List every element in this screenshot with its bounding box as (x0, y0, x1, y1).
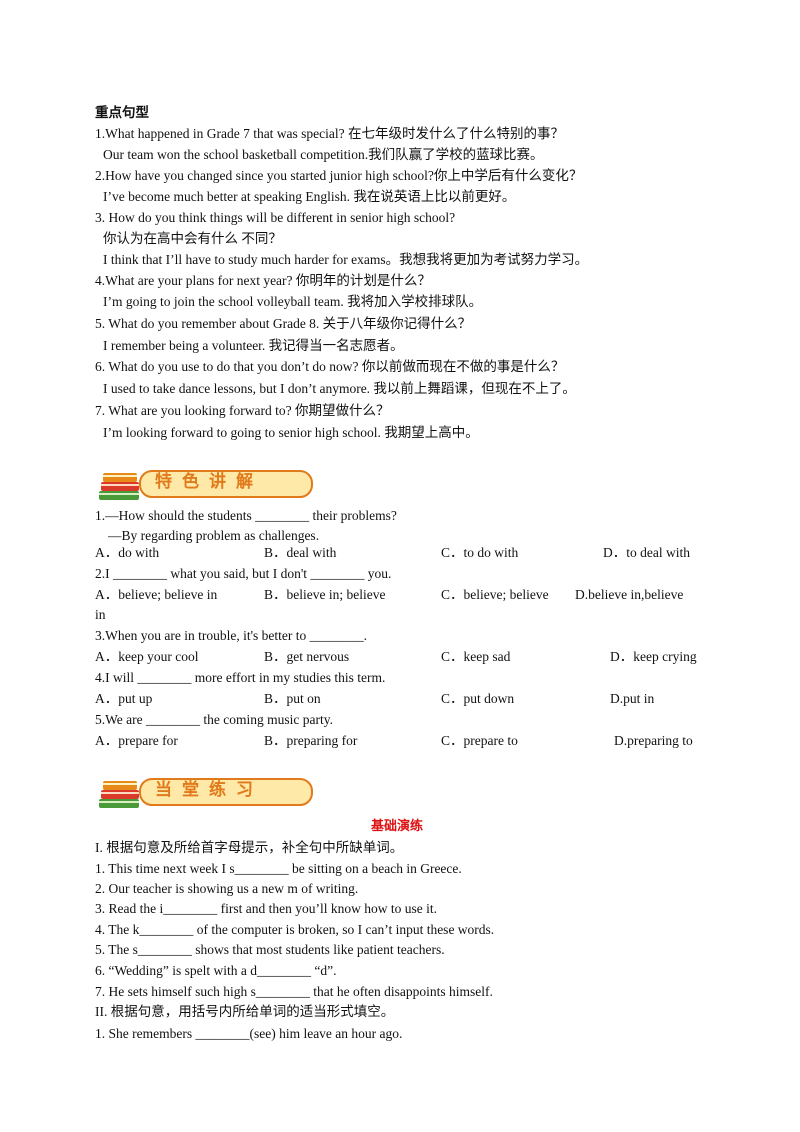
option: B．deal with (264, 545, 337, 560)
option: C．prepare to (441, 733, 518, 748)
section-instruction: I. 根据句意及所给首字母提示，补全句中所缺单词。 (95, 840, 404, 855)
option: A．put up (95, 691, 153, 706)
option: D.put in (610, 691, 655, 706)
exercise-item: 7. He sets himself such high s________ t… (95, 984, 493, 999)
key-sentence-line: I’m going to join the school volleyball … (103, 294, 483, 309)
option: D.preparing to (614, 733, 693, 748)
key-sentence-line: I used to take dance lessons, but I don’… (103, 381, 576, 396)
exercise-item: 1. She remembers ________(see) him leave… (95, 1026, 403, 1041)
option: A．believe; believe in (95, 587, 218, 602)
key-sentence-line: I’m looking forward to going to senior h… (103, 425, 479, 440)
key-sentence-line: 1.What happened in Grade 7 that was spec… (95, 126, 565, 141)
option: C．to do with (441, 545, 519, 560)
key-sentence-line: I’ve become much better at speaking Engl… (103, 189, 516, 204)
option: B．preparing for (264, 733, 358, 748)
exercise-item: 1. This time next week I s________ be si… (95, 861, 462, 876)
option-wrap: in (95, 607, 106, 622)
section-banner-practice: 当堂练习 (95, 775, 315, 811)
key-sentences-heading: 重点句型 (95, 105, 149, 120)
question-stem: —By regarding problem as challenges. (108, 528, 320, 543)
option: B．put on (264, 691, 321, 706)
exercise-item: 5. The s________ shows that most student… (95, 942, 445, 957)
exercise-item: 4. The k________ of the computer is brok… (95, 922, 495, 937)
option: C．put down (441, 691, 515, 706)
banner-title: 当堂练习 (155, 780, 263, 800)
option: C．keep sad (441, 649, 511, 664)
books-icon (99, 473, 139, 500)
option: A．prepare for (95, 733, 178, 748)
option: A．keep your cool (95, 649, 199, 664)
exercise-item: 6. “Wedding” is spelt with a d________ “… (95, 963, 337, 978)
question-stem: 1.—How should the students ________ thei… (95, 508, 397, 523)
key-sentence-line: Our team won the school basketball compe… (103, 147, 544, 162)
key-sentence-line: 3. How do you think things will be diffe… (95, 210, 456, 225)
option: D．keep crying (610, 649, 697, 664)
key-sentence-line: 你认为在高中会有什么 不同？ (103, 231, 282, 246)
question-stem: 4.I will ________ more effort in my stud… (95, 670, 386, 685)
exercise-item: 2. Our teacher is showing us a new m of … (95, 881, 359, 896)
option: D.believe in,believe (575, 587, 684, 602)
key-sentence-line: 6. What do you use to do that you don’t … (95, 359, 565, 374)
practice-title: 基础演练 (371, 819, 424, 834)
section-instruction: II. 根据句意，用括号内所给单词的适当形式填空。 (95, 1004, 395, 1019)
key-sentence-line: 2.How have you changed since you started… (95, 168, 583, 183)
section-banner-features: 特色讲解 (95, 467, 315, 503)
question-stem: 5.We are ________ the coming music party… (95, 712, 333, 727)
option: C．believe; believe (441, 587, 549, 602)
exercise-item: 3. Read the i________ first and then you… (95, 901, 437, 916)
option: B．believe in; believe (264, 587, 386, 602)
option: B．get nervous (264, 649, 350, 664)
option: D．to deal with (603, 545, 690, 560)
option: A．do with (95, 545, 160, 560)
key-sentence-line: 7. What are you looking forward to? 你期望做… (95, 403, 390, 418)
key-sentence-line: 4.What are your plans for next year? 你明年… (95, 273, 431, 288)
key-sentence-line: I think that I’ll have to study much har… (103, 252, 589, 267)
question-stem: 2.I ________ what you said, but I don't … (95, 566, 392, 581)
key-sentence-line: I remember being a volunteer. 我记得当一名志愿者。 (103, 338, 404, 353)
question-stem: 3.When you are in trouble, it's better t… (95, 628, 367, 643)
books-icon (99, 781, 139, 808)
key-sentence-line: 5. What do you remember about Grade 8. 关… (95, 316, 472, 331)
banner-title: 特色讲解 (155, 472, 263, 492)
